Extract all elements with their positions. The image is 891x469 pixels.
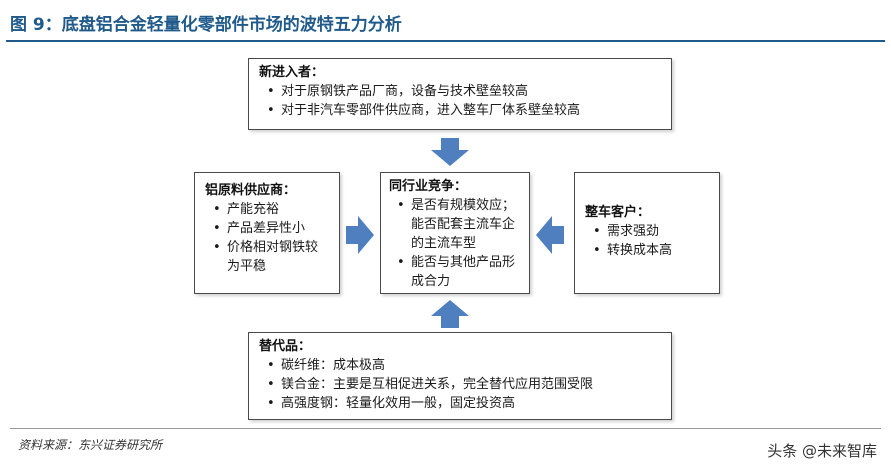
new-entrants-item: 对于非汽车零部件供应商，进入整车厂体系壁垒较高 <box>267 101 661 120</box>
watermark: 头条 @未来智库 <box>767 442 877 460</box>
arrow-right-icon <box>346 216 374 254</box>
arrow-down-icon <box>431 138 469 166</box>
suppliers-heading: 铝原料供应商： <box>205 183 297 198</box>
customers-item: 需求强劲 <box>593 222 709 241</box>
customers-heading: 整车客户： <box>585 205 651 220</box>
customers-list: 需求强劲 转换成本高 <box>585 222 709 260</box>
suppliers-list: 产能充裕 产品差异性小 价格相对钢铁较为平稳 <box>205 200 329 276</box>
figure-title: 图 9：底盘铝合金轻量化零部件市场的波特五力分析 <box>10 15 402 35</box>
new-entrants-box: 新进入者： 对于原钢铁产品厂商，设备与技术壁垒较高 对于非汽车零部件供应商，进入… <box>248 58 672 130</box>
substitutes-item: 镁合金：主要是互相促进关系，完全替代应用范围受限 <box>267 375 661 394</box>
suppliers-item: 产能充裕 <box>213 200 329 219</box>
substitutes-box: 替代品： 碳纤维：成本极高 镁合金：主要是互相促进关系，完全替代应用范围受限 高… <box>248 332 672 420</box>
source-note: 资料来源：东兴证券研究所 <box>18 438 163 452</box>
customers-item: 转换成本高 <box>593 241 709 260</box>
substitutes-list: 碳纤维：成本极高 镁合金：主要是互相促进关系，完全替代应用范围受限 高强度钢：轻… <box>259 356 661 413</box>
competitors-box: 同行业竞争： 是否有规模效应；能否配套主流车企的主流车型 能否与其他产品形成合力 <box>380 172 530 294</box>
suppliers-item: 价格相对钢铁较为平稳 <box>213 238 329 276</box>
new-entrants-item: 对于原钢铁产品厂商，设备与技术壁垒较高 <box>267 82 661 101</box>
arrow-left-icon <box>536 216 564 254</box>
competitors-list: 是否有规模效应；能否配套主流车企的主流车型 能否与其他产品形成合力 <box>389 196 521 291</box>
suppliers-item: 产品差异性小 <box>213 219 329 238</box>
bottom-divider <box>10 428 881 429</box>
title-divider <box>6 40 885 42</box>
competitors-heading: 同行业竞争： <box>389 179 468 194</box>
substitutes-heading: 替代品： <box>259 339 312 354</box>
new-entrants-list: 对于原钢铁产品厂商，设备与技术壁垒较高 对于非汽车零部件供应商，进入整车厂体系壁… <box>259 82 661 120</box>
new-entrants-heading: 新进入者： <box>259 65 325 80</box>
arrow-up-icon <box>431 300 469 328</box>
competitors-item: 能否与其他产品形成合力 <box>397 253 521 291</box>
customers-box: 整车客户： 需求强劲 转换成本高 <box>574 172 720 294</box>
competitors-item: 是否有规模效应；能否配套主流车企的主流车型 <box>397 196 521 253</box>
suppliers-box: 铝原料供应商： 产能充裕 产品差异性小 价格相对钢铁较为平稳 <box>194 172 340 294</box>
substitutes-item: 高强度钢：轻量化效用一般，固定投资高 <box>267 394 661 413</box>
substitutes-item: 碳纤维：成本极高 <box>267 356 661 375</box>
